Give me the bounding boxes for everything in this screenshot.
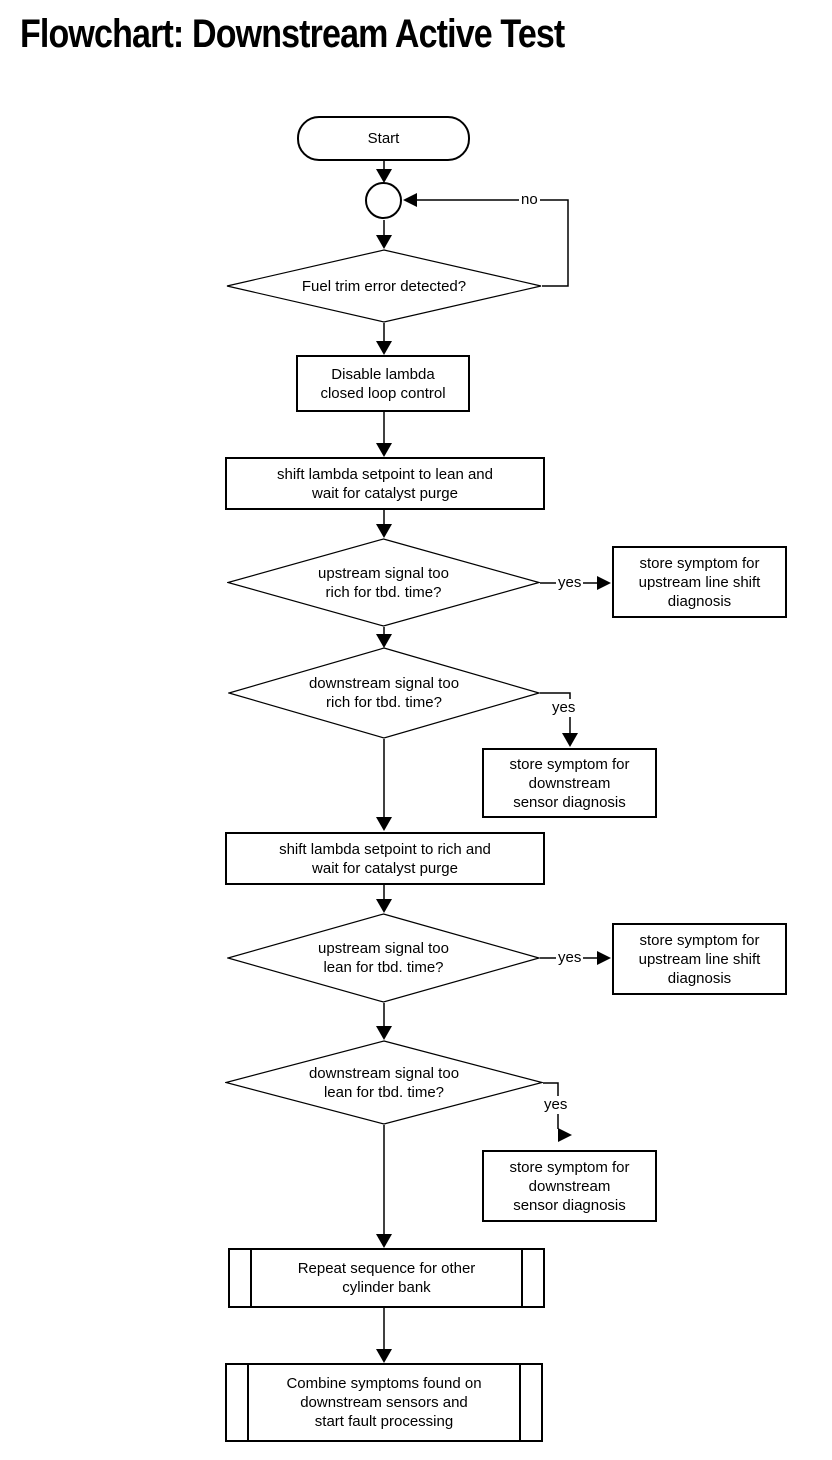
node-text-line: cylinder bank <box>342 1279 431 1296</box>
arrowhead-right-icon <box>597 951 611 965</box>
node-text-line: lean for tbd. time? <box>323 1083 445 1101</box>
node-text-line: wait for catalyst purge <box>312 484 458 502</box>
node-text-line: diagnosis <box>667 969 732 987</box>
decision-downstream-rich: downstream signal too rich for tbd. time… <box>228 647 540 739</box>
node-text-line: upstream signal too <box>318 564 449 582</box>
arrowhead-down-icon <box>376 899 392 913</box>
node-text-line: sensor diagnosis <box>513 1196 626 1214</box>
arrowhead-left-icon <box>403 193 417 207</box>
arrowhead-down-icon <box>376 235 392 249</box>
node-text-line: downstream signal too <box>308 675 460 692</box>
arrowhead-down-icon <box>376 169 392 183</box>
node-text-line: Disable lambda <box>331 365 435 383</box>
predefined-combine-symptoms: Combine symptoms found on downstream sen… <box>225 1363 543 1442</box>
process-disable-lambda: Disable lambda closed loop control <box>296 355 470 412</box>
node-text-line: upstream signal too <box>318 940 449 957</box>
arrowhead-down-icon <box>376 1234 392 1248</box>
edge-yes-downstreamrich <box>540 692 571 734</box>
node-text-line: Repeat sequence for other <box>297 1260 476 1277</box>
node-text-line: store symptom for <box>509 755 630 773</box>
node-text-line: Start <box>367 130 400 147</box>
decision-upstream-lean: upstream signal too lean for tbd. time? <box>227 913 540 1003</box>
decision-downstream-lean: downstream signal too lean for tbd. time… <box>225 1040 543 1125</box>
node-text-line: store symptom for <box>639 554 760 572</box>
predefined-left-bar <box>250 1250 252 1306</box>
predefined-repeat-sequence: Repeat sequence for other cylinder bank <box>228 1248 545 1308</box>
diamond-shape <box>227 538 540 627</box>
node-text-line: sensor diagnosis <box>513 793 626 811</box>
node-text-line: store symptom for <box>509 1158 630 1176</box>
node-text-line: start fault processing <box>314 1413 454 1430</box>
predefined-left-bar <box>247 1365 249 1440</box>
node-text-line: diagnosis <box>667 592 732 610</box>
edge-label-no: no <box>519 191 540 209</box>
node-start: Start <box>297 116 470 161</box>
arrowhead-down-icon <box>376 341 392 355</box>
arrowhead-down-icon <box>376 1026 392 1040</box>
arrowhead-right-icon <box>558 1128 572 1142</box>
diamond-shape <box>227 913 540 1003</box>
edge-label-yes: yes <box>550 699 578 717</box>
node-text-line: rich for tbd. time? <box>326 694 442 711</box>
diamond-shape <box>228 647 540 739</box>
node-text-line: store symptom for <box>639 931 760 949</box>
node-text-line: lean for tbd. time? <box>323 959 444 976</box>
edge-label-yes: yes <box>542 1096 570 1114</box>
node-text-line: Fuel trim error detected? <box>301 277 467 295</box>
node-text-line: shift lambda setpoint to rich and <box>279 840 491 858</box>
predefined-right-bar <box>521 1250 523 1306</box>
arrowhead-down-icon <box>376 817 392 831</box>
process-shift-lean: shift lambda setpoint to lean and wait f… <box>225 457 545 510</box>
diamond-shape <box>225 1040 543 1125</box>
process-store-downstream-2: store symptom for downstream sensor diag… <box>482 1150 657 1222</box>
decision-upstream-rich: upstream signal too rich for tbd. time? <box>227 538 540 627</box>
predefined-right-bar <box>519 1365 521 1440</box>
arrowhead-down-icon <box>562 733 578 747</box>
process-store-downstream-1: store symptom for downstream sensor diag… <box>482 748 657 818</box>
arrowhead-right-icon <box>597 576 611 590</box>
process-store-upstream-2: store symptom for upstream line shift di… <box>612 923 787 995</box>
diamond-shape <box>226 249 542 323</box>
arrowhead-down-icon <box>376 524 392 538</box>
node-text-line: upstream line shift <box>638 573 761 591</box>
node-text-line: shift lambda setpoint to lean and <box>277 465 493 483</box>
process-shift-rich: shift lambda setpoint to rich and wait f… <box>225 832 545 885</box>
node-junction-circle <box>365 182 402 219</box>
node-text-line: downstream signal too <box>308 1064 460 1082</box>
node-text-line: downstream <box>528 774 611 792</box>
arrowhead-down-icon <box>376 634 392 648</box>
decision-fuel-trim: Fuel trim error detected? <box>226 249 542 323</box>
arrowhead-down-icon <box>376 1349 392 1363</box>
node-text-line: Combine symptoms found on <box>286 1375 482 1392</box>
node-text-line: upstream line shift <box>638 950 761 968</box>
edge-label-yes: yes <box>556 949 584 967</box>
node-text-line: wait for catalyst purge <box>312 859 458 877</box>
arrowhead-down-icon <box>376 443 392 457</box>
node-text-line: closed loop control <box>320 384 446 402</box>
node-text-line: downstream <box>528 1177 611 1195</box>
node-text-line: downstream sensors and <box>300 1394 468 1411</box>
page-title: Flowchart: Downstream Active Test <box>20 12 565 56</box>
edge-no-loop <box>417 199 569 287</box>
edge-label-yes: yes <box>556 574 584 592</box>
process-store-upstream-1: store symptom for upstream line shift di… <box>612 546 787 618</box>
node-text-line: rich for tbd. time? <box>325 583 442 601</box>
